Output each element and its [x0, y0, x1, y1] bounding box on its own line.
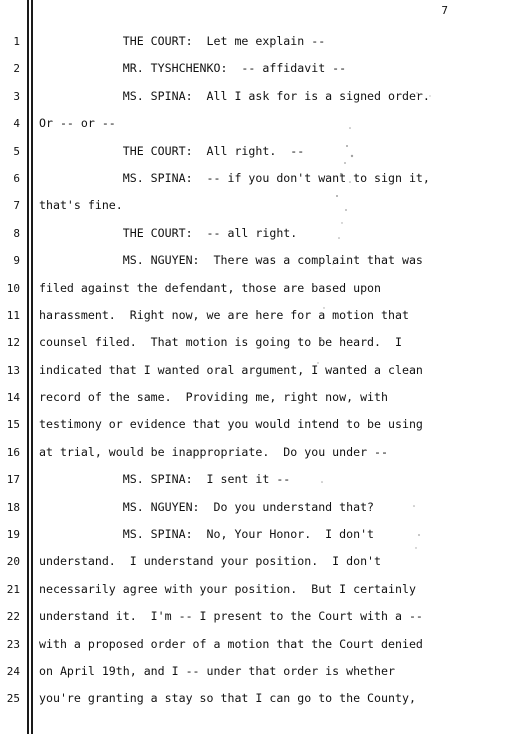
line-number: 24	[6, 664, 20, 678]
line-number: 12	[6, 336, 20, 350]
left-margin-rule	[27, 0, 29, 734]
line-number: 15	[6, 418, 20, 432]
transcript-line: 25 you're granting a stay so that I can g…	[0, 685, 510, 712]
line-text: understand. I understand your position. …	[39, 554, 382, 569]
line-text: with a proposed order of a motion that t…	[39, 636, 423, 651]
line-number: 2	[13, 62, 20, 76]
line-text: THE COURT: Let me explain --	[39, 34, 326, 48]
line-number: 17	[6, 473, 20, 487]
line-number: 6	[13, 171, 20, 185]
line-number: 10	[6, 281, 20, 295]
transcript-line: 3 MS. SPINA: All I ask for is a signed o…	[0, 83, 510, 110]
transcript-line: 19 MS. SPINA: No, Your Honor. I don't	[0, 521, 510, 548]
line-text: MR. TYSHCHENKO: -- affidavit --	[39, 61, 347, 76]
transcript-line: 7 that's fine.	[0, 192, 510, 219]
line-number: 13	[6, 363, 20, 377]
transcript-line: 11 harassment. Right now, we are here for…	[0, 302, 510, 329]
transcript-line: 14 record of the same. Providing me, righ…	[0, 384, 510, 411]
line-number: 14	[6, 391, 20, 405]
line-number: 4	[13, 117, 20, 131]
transcript-line: 8 THE COURT: -- all right.	[0, 220, 510, 247]
line-number: 18	[6, 500, 20, 514]
line-text: filed against the defendant, those are b…	[39, 280, 382, 295]
transcript-line: 17 MS. SPINA: I sent it --	[0, 466, 510, 493]
line-text: THE COURT: All right. --	[39, 143, 305, 158]
line-number: 7	[13, 199, 20, 213]
line-text: MS. SPINA: No, Your Honor. I don't	[39, 527, 375, 542]
transcript-line: 20 understand. I understand your position…	[0, 548, 510, 575]
transcript-line: 6 MS. SPINA: -- if you don't want to sig…	[0, 165, 510, 192]
line-text: on April 19th, and I -- under that order…	[39, 663, 395, 678]
line-number: 20	[6, 555, 20, 569]
line-text: indicated that I wanted oral argument, I…	[39, 362, 423, 377]
line-text: testimony or evidence that you would int…	[39, 417, 423, 432]
transcript-line: 15 testimony or evidence that you would i…	[0, 411, 510, 438]
line-number: 19	[6, 528, 20, 542]
transcript-line: 16 at trial, would be inappropriate. Do y…	[0, 439, 510, 466]
line-number: 9	[13, 254, 20, 268]
transcript-lines: 1 THE COURT: Let me explain --2 MR. TYSH…	[0, 28, 510, 713]
line-text: MS. NGUYEN: Do you understand that?	[39, 499, 375, 514]
line-number: 25	[6, 692, 20, 706]
transcript-line: 12 counsel filed. That motion is going to…	[0, 329, 510, 356]
line-number: 1	[13, 35, 20, 48]
line-text: you're granting a stay so that I can go …	[39, 691, 416, 706]
left-margin-rule-inner	[31, 0, 33, 734]
line-number: 16	[6, 445, 20, 459]
line-text: at trial, would be inappropriate. Do you…	[39, 444, 389, 459]
transcript-line: 24 on April 19th, and I -- under that ord…	[0, 658, 510, 685]
transcript-line: 1 THE COURT: Let me explain --	[0, 28, 510, 55]
transcript-line: 2 MR. TYSHCHENKO: -- affidavit --	[0, 55, 510, 82]
line-text: MS. SPINA: All I ask for is a signed ord…	[39, 88, 430, 103]
line-number: 22	[6, 610, 20, 624]
transcript-line: 10 filed against the defendant, those are…	[0, 275, 510, 302]
line-number: 23	[6, 637, 20, 651]
line-text: harassment. Right now, we are here for a…	[39, 307, 409, 322]
line-number: 5	[13, 144, 20, 158]
transcript-line: 9 MS. NGUYEN: There was a complaint that…	[0, 247, 510, 274]
transcript-line: 18 MS. NGUYEN: Do you understand that?	[0, 494, 510, 521]
transcript-line: 23 with a proposed order of a motion that…	[0, 631, 510, 658]
line-text: MS. SPINA: -- if you don't want to sign …	[39, 170, 430, 185]
transcript-line: 22 understand it. I'm -- I present to the…	[0, 603, 510, 630]
line-text: understand it. I'm -- I present to the C…	[39, 609, 423, 624]
transcript-line: 13 indicated that I wanted oral argument,…	[0, 357, 510, 384]
line-text: Or -- or --	[39, 116, 116, 131]
line-text: counsel filed. That motion is going to b…	[39, 335, 402, 350]
line-number: 8	[13, 226, 20, 240]
line-number: 11	[6, 308, 20, 322]
line-text: MS. NGUYEN: There was a complaint that w…	[39, 253, 423, 268]
transcript-line: 5 THE COURT: All right. --	[0, 138, 510, 165]
page-number: 7	[441, 4, 448, 17]
line-number: 21	[6, 582, 20, 596]
line-text: MS. SPINA: I sent it --	[39, 472, 291, 487]
line-text: necessarily agree with your position. Bu…	[39, 581, 416, 596]
line-number: 3	[13, 89, 20, 103]
transcript-line: 21 necessarily agree with your position. …	[0, 576, 510, 603]
line-text: record of the same. Providing me, right …	[39, 390, 389, 405]
line-text: that's fine.	[39, 198, 123, 213]
line-text: THE COURT: -- all right.	[39, 225, 298, 240]
transcript-line: 4 Or -- or --	[0, 110, 510, 137]
